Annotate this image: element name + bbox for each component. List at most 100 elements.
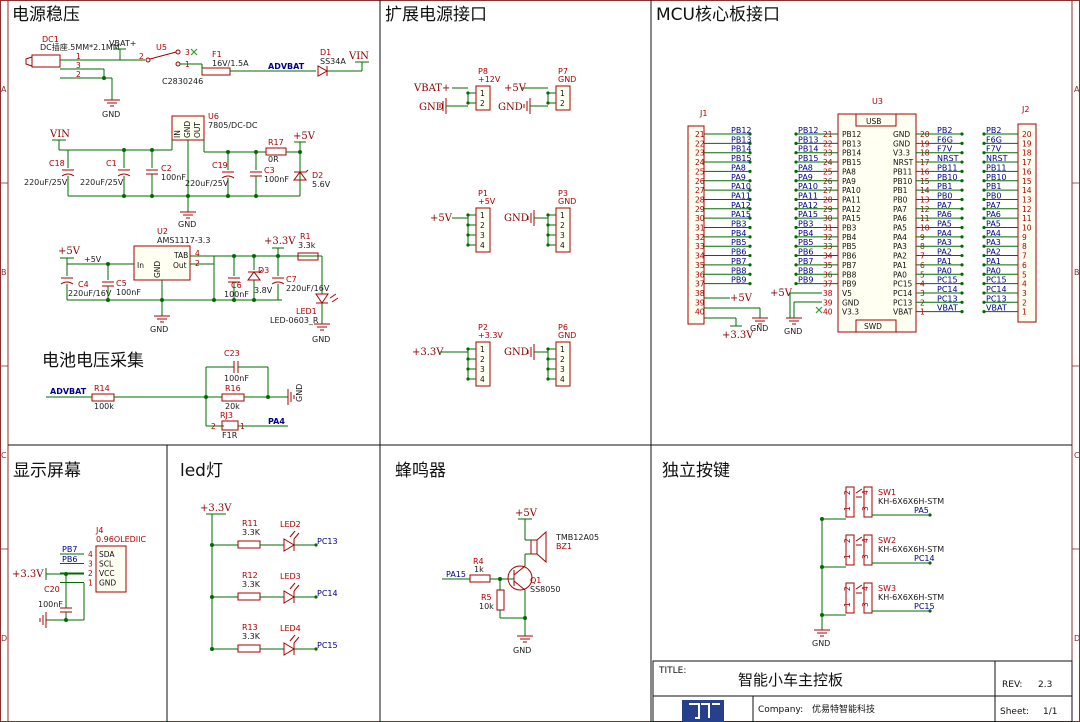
u3-pin-left: PA11 [842, 195, 861, 204]
junction [820, 613, 824, 617]
j2-pinnum: 14 [1022, 186, 1032, 195]
battery-sense-circuit: ADVBAT R14 100k C23 100nF R16 20k GND 2 … [46, 349, 304, 440]
c23-ref: C23 [224, 349, 240, 358]
p3-pin-3: 3 [560, 231, 565, 240]
j1-pinnum: 27 [695, 186, 705, 195]
advbat-net: ADVBAT [268, 62, 305, 71]
p5v-label-reg: +5V [293, 131, 316, 142]
section-title-keys: 独立按键 [662, 461, 730, 481]
net-flag [982, 310, 986, 314]
j2-ref: J2 [1021, 105, 1029, 114]
net-flag [982, 216, 986, 220]
j2-net: PB10 [986, 173, 1007, 182]
net-flag [960, 291, 964, 295]
p2-value: +3.3V [478, 331, 503, 340]
r4-ref: R4 [473, 557, 484, 566]
j4-pinnum: 3 [88, 560, 93, 569]
switch-pin2: 2 [843, 538, 852, 543]
j2-net: NRST [986, 154, 1008, 163]
j1-net: PB4 [731, 229, 746, 238]
net-flag [982, 179, 986, 183]
c6-capacitor: C6 100nF [224, 256, 249, 300]
u3-net-left: PB3 [798, 220, 813, 229]
net-flag [748, 235, 752, 239]
c4-value: 220uF/16V [68, 289, 112, 298]
p1-pin-4: 4 [480, 241, 485, 250]
u3-pin-left: PB13 [842, 139, 861, 148]
net-flag [794, 160, 798, 164]
j2-net: F7V [986, 145, 1002, 154]
u5-value: C2830246 [162, 77, 203, 86]
net-flag [794, 197, 798, 202]
advbat-net-batt: ADVBAT [50, 387, 87, 396]
rev-label: REV: [1002, 680, 1022, 690]
ground-icon [527, 344, 535, 360]
net-flag [982, 272, 986, 276]
u3-pin-left: PA10 [842, 186, 861, 195]
j2-net: PA3 [986, 238, 1001, 247]
u3-module [837, 113, 917, 333]
led-ref: LED4 [280, 624, 301, 633]
u3-pin-right: PA0 [893, 270, 907, 279]
j4-pin-vcc: VCC [99, 569, 115, 578]
u3-net-right: PA6 [937, 210, 952, 219]
p1-pin-3: 3 [480, 231, 485, 240]
led-circuit: +3.3V R113.3KLED2PC13R123.3KLED3PC14R133… [200, 503, 338, 656]
p7-value: GND [558, 75, 576, 84]
section-title-led: led灯 [180, 461, 223, 481]
net-flag [794, 169, 798, 173]
u3-ref: U3 [872, 97, 883, 106]
sheet-value: 1/1 [1043, 707, 1057, 717]
net-flag [794, 253, 798, 258]
switch-pin3: 3 [861, 602, 870, 607]
u3-pin-left: PB7 [842, 261, 857, 270]
net-flag [794, 188, 798, 192]
net-flag [982, 263, 986, 267]
led-resistor [237, 540, 261, 549]
p5v-label-p7: +5V [504, 83, 527, 94]
j4-pin-gnd: GND [99, 579, 116, 588]
net-flag [794, 225, 798, 230]
p6-value: GND [558, 331, 576, 340]
j2-net: PA4 [986, 229, 1001, 238]
led-icon [283, 642, 295, 656]
j1-net: PA9 [731, 173, 746, 182]
ground-icon [523, 98, 531, 114]
j1-pinnum: 37 [695, 280, 705, 289]
j2-net: PB0 [986, 191, 1001, 200]
j1-net: PB5 [731, 238, 746, 247]
u3-pin-left: V5 [842, 289, 852, 298]
section-title-mcu: MCU核心板接口 [656, 5, 780, 25]
u3-pinnum-left: 39 [823, 298, 833, 307]
u3-net-right: PA5 [937, 220, 952, 229]
d2-ref: D2 [312, 171, 323, 180]
bz1-ref: BZ1 [556, 542, 572, 551]
j2-pinnum: 4 [1022, 280, 1027, 289]
border-label-d-right: D [1074, 634, 1080, 643]
u3-pin-right: PB11 [893, 167, 912, 176]
c6-value: 100nF [224, 290, 249, 299]
j1-pinnum: 29 [695, 205, 705, 214]
switch-net: PC14 [914, 554, 935, 563]
j1-pinnum: 25 [695, 167, 705, 176]
net-flag [794, 151, 798, 155]
j1-pinnum: 36 [695, 270, 705, 279]
u3-pin-right: NRST [893, 158, 914, 167]
u6-pin-gnd: GND [183, 121, 192, 138]
switch-pin4: 4 [861, 490, 870, 495]
u3-net-left: PA12 [798, 201, 818, 210]
d1-ref: D1 [320, 48, 331, 57]
led-resistor-ref: R12 [242, 571, 258, 580]
c3-capacitor: C3 100nF [250, 152, 289, 196]
r14-value: 100k [94, 402, 114, 411]
r16-value: 20k [225, 402, 240, 411]
j2-header [1017, 123, 1037, 323]
u3-pin-left: GND [842, 298, 859, 307]
j2-pinnum: 11 [1022, 214, 1032, 223]
net-flag [982, 282, 986, 286]
led-resistor [237, 592, 261, 601]
u3-swd-label: SWD [864, 322, 882, 331]
j1-pinnum: 23 [695, 149, 705, 158]
